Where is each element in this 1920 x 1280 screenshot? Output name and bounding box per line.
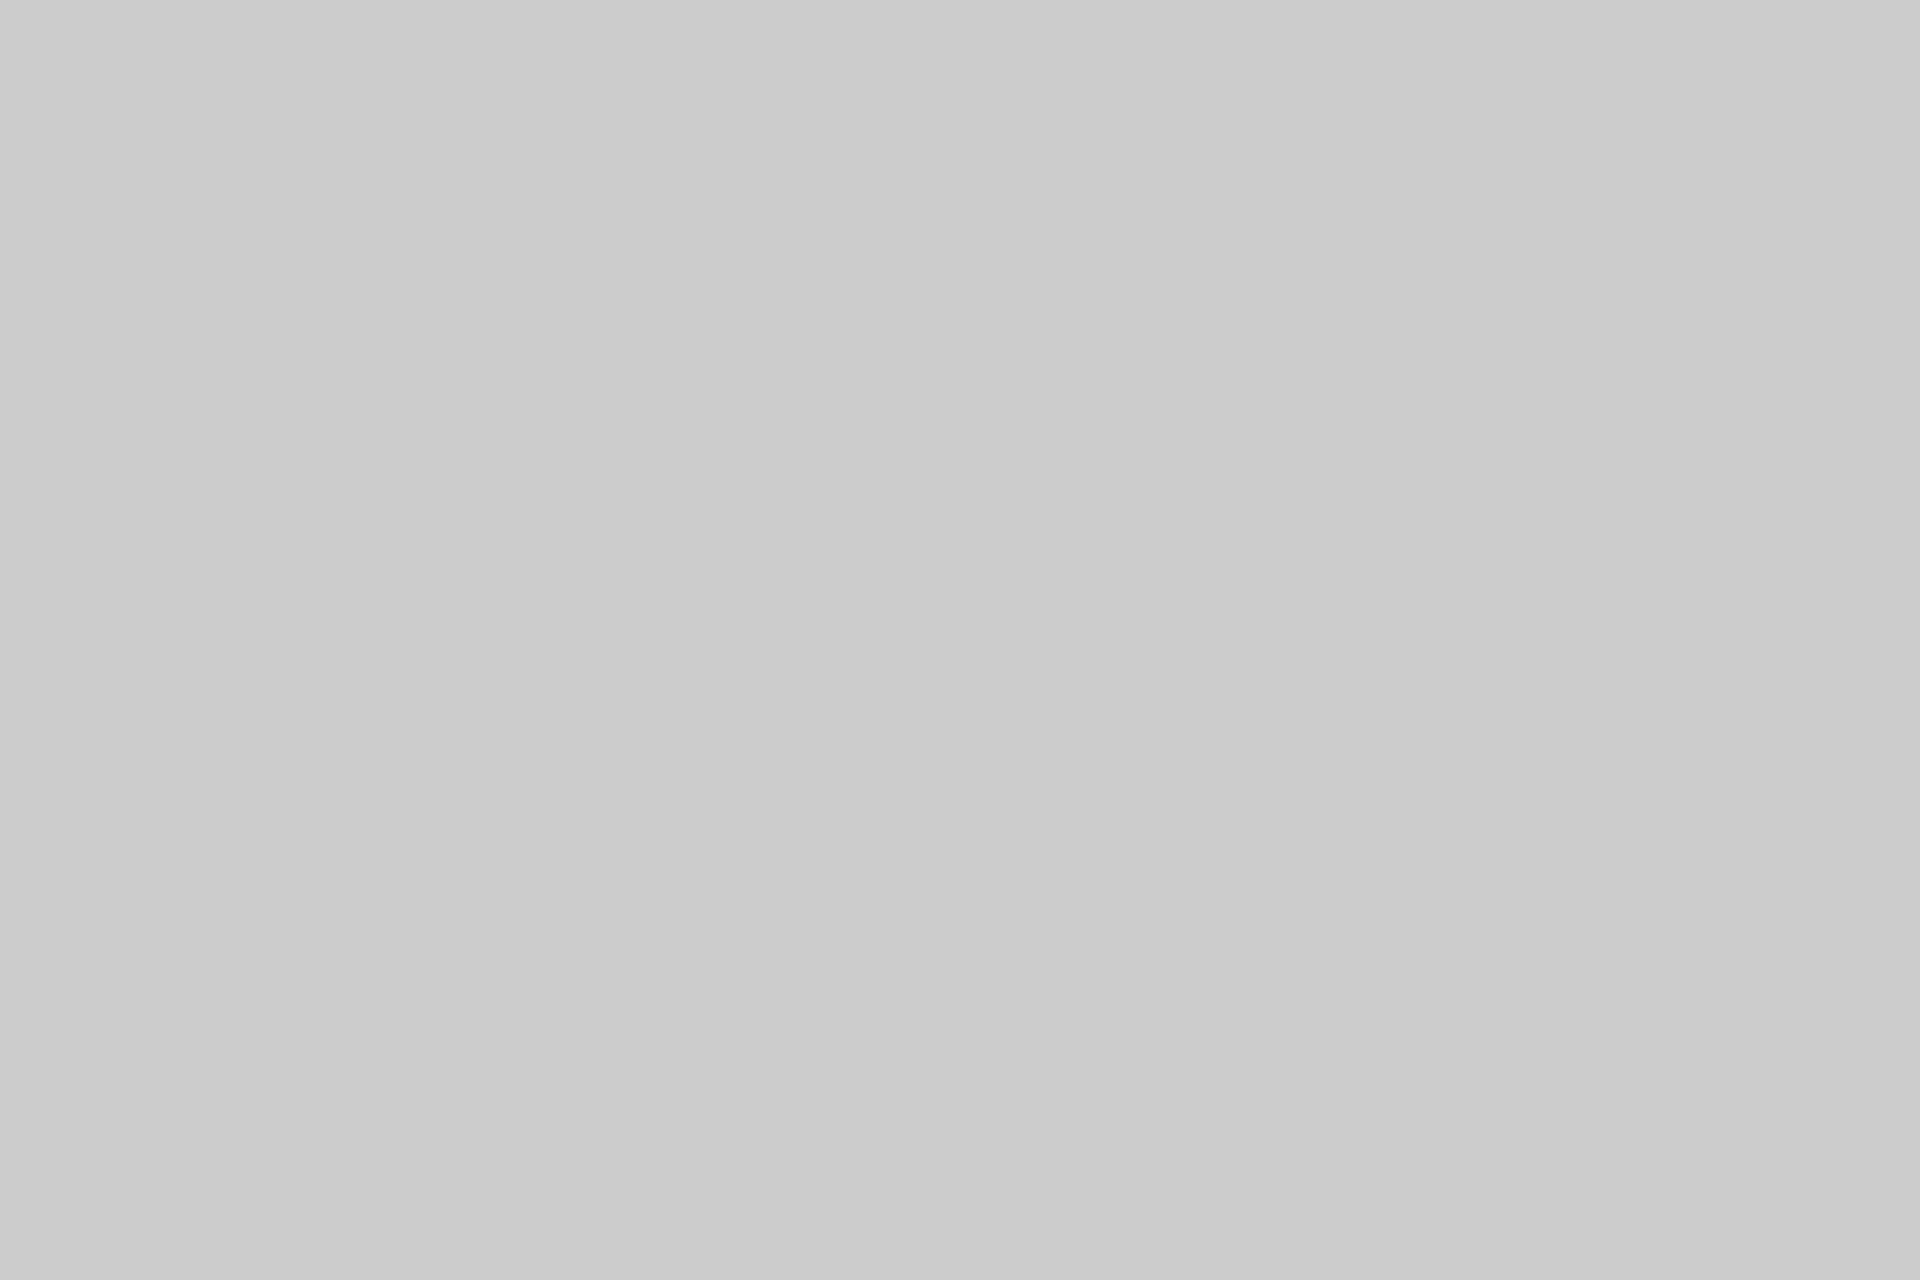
blank-screen — [0, 0, 1920, 1280]
